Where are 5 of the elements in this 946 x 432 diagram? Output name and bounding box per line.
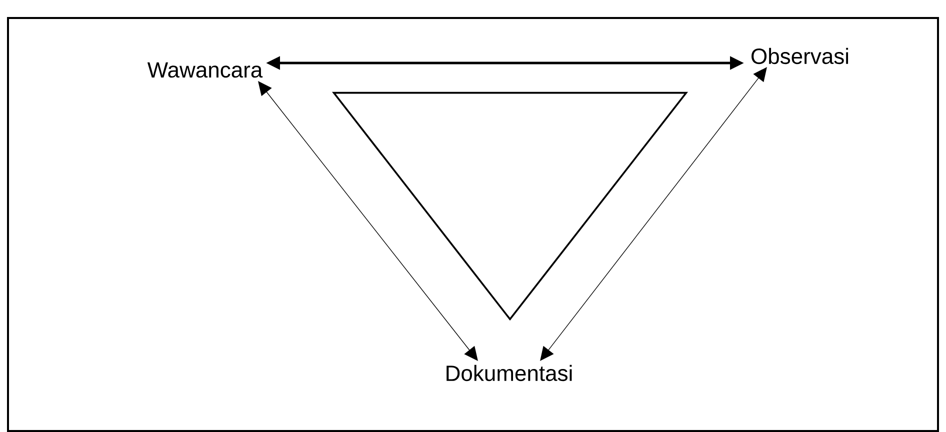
double-arrow: [540, 67, 767, 361]
node-label: Observasi: [752, 48, 848, 64]
node-label: Wawancara: [147, 62, 263, 78]
node-label: Dokumentasi: [446, 364, 572, 382]
double-arrow: [258, 81, 478, 361]
